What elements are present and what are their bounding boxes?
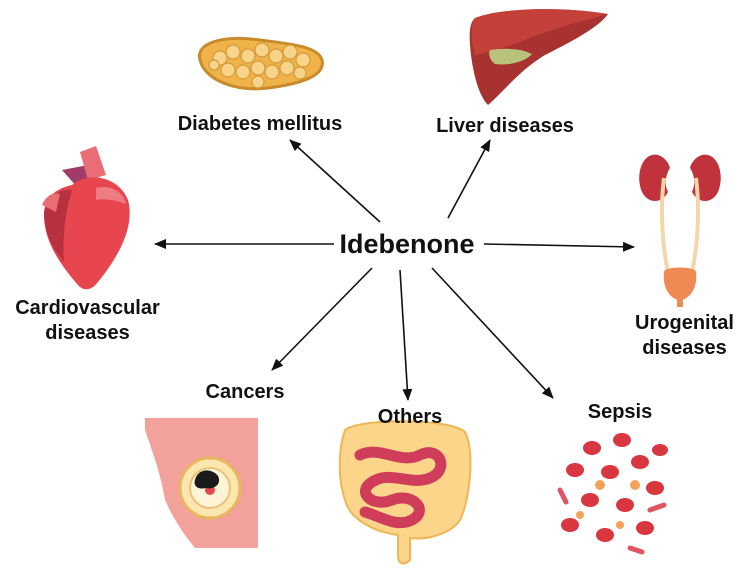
- label-cancers: Cancers: [205, 381, 285, 403]
- arrows: [154, 139, 635, 401]
- label-cardio: Cardiovascular diseases: [0, 296, 175, 346]
- arrow-to-others: [399, 269, 413, 401]
- arrow-to-liver: [447, 139, 491, 219]
- arrow-to-sepsis: [431, 267, 554, 399]
- blood-cells-bacteria-icon: [557, 433, 668, 555]
- arrow-to-urogenital: [483, 241, 635, 252]
- label-liver: Liver diseases: [436, 115, 574, 137]
- arrow-to-cancers: [271, 267, 373, 371]
- intestine-icon: [338, 420, 472, 565]
- liver-icon: [469, 9, 608, 105]
- heart-icon: [42, 146, 130, 290]
- label-diabetes: Diabetes mellitus: [177, 113, 343, 135]
- arrow-to-diabetes: [289, 139, 381, 223]
- label-urogenital-line1: Urogenital: [635, 312, 734, 334]
- label-others: Others: [377, 406, 443, 428]
- label-sepsis: Sepsis: [587, 401, 653, 423]
- label-cardio-line1: Cardiovascular: [15, 297, 160, 319]
- label-cardio-line2: diseases: [45, 322, 130, 344]
- pancreas-icon: [198, 36, 324, 91]
- kidneys-bladder-icon: [639, 154, 721, 307]
- label-urogenital: Urogenital diseases: [622, 311, 747, 361]
- label-urogenital-line2: diseases: [642, 337, 727, 359]
- center-label: Idebenone: [339, 229, 475, 259]
- breast-tumor-icon: [145, 418, 258, 548]
